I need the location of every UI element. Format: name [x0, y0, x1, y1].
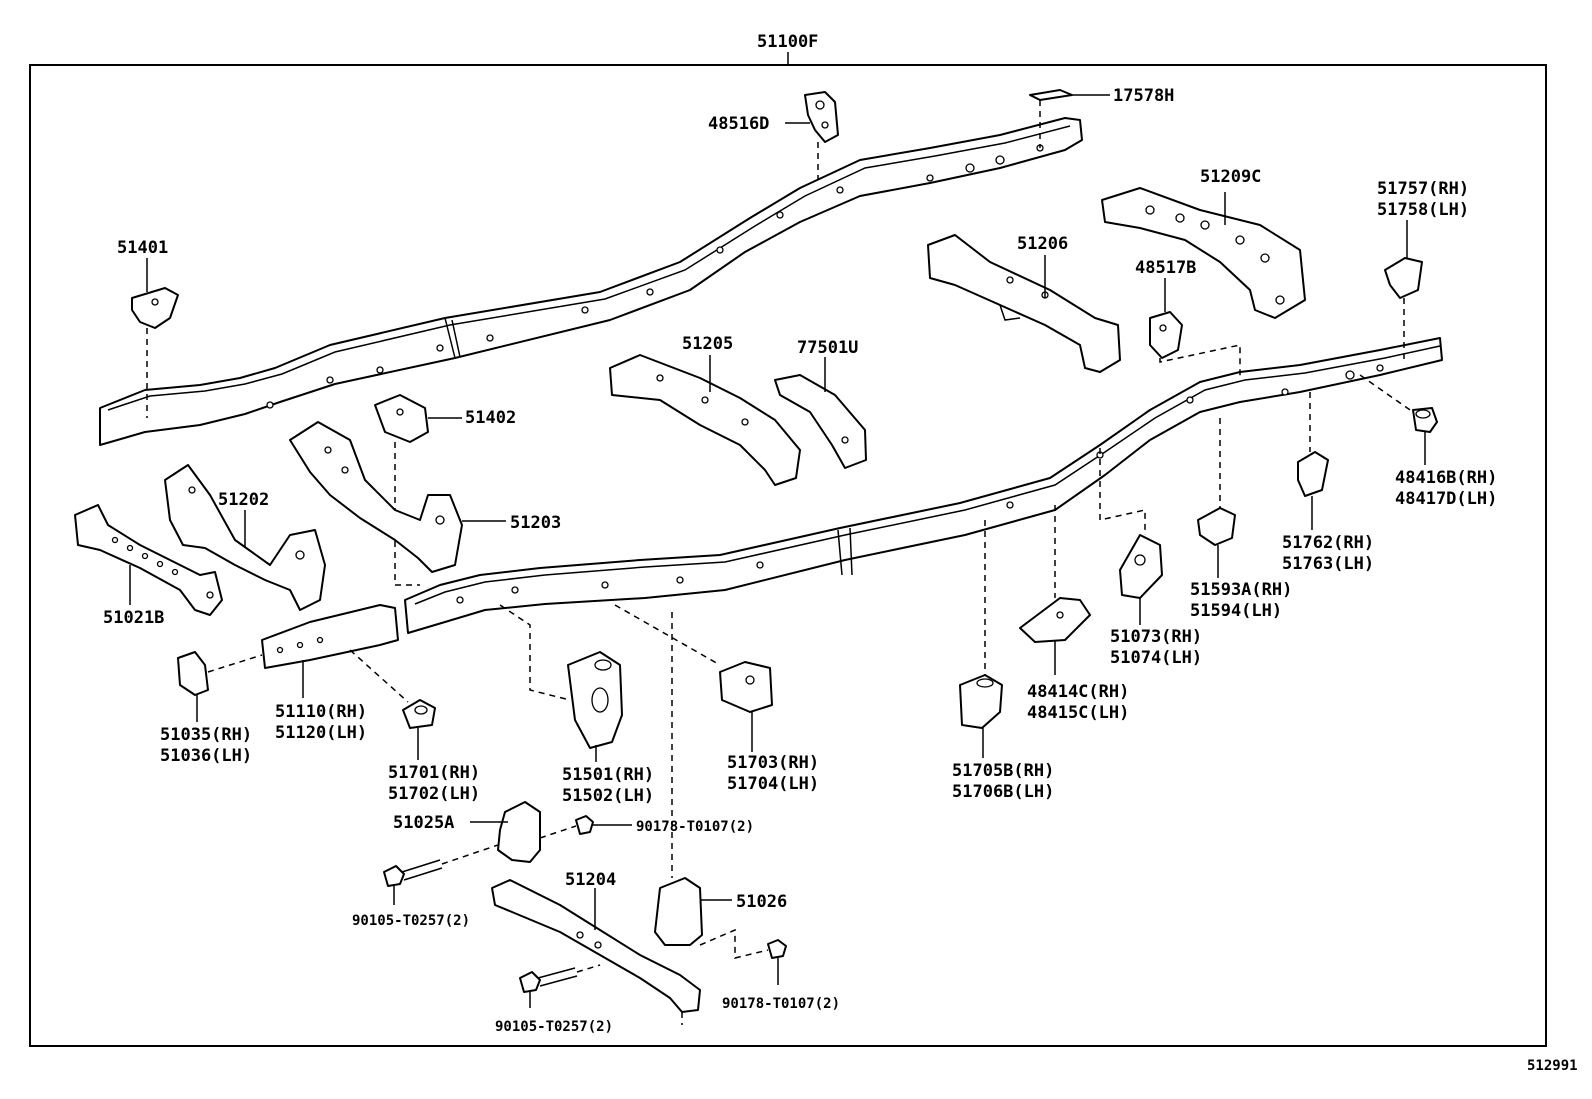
label-51762[interactable]: 51762(RH): [1282, 533, 1374, 553]
left-frame-rail[interactable]: [99, 117, 1083, 446]
part-51021B[interactable]: [74, 504, 223, 616]
label-51036[interactable]: 51036(LH): [160, 746, 252, 766]
label-51035[interactable]: 51035(RH): [160, 725, 252, 745]
label-17578H[interactable]: 17578H: [1113, 86, 1174, 106]
part-51762[interactable]: [1297, 451, 1329, 497]
label-48416B[interactable]: 48416B(RH): [1395, 468, 1497, 488]
part-51202[interactable]: [164, 464, 326, 611]
part-51705B[interactable]: [959, 674, 1003, 729]
label-51074[interactable]: 51074(LH): [1110, 648, 1202, 668]
label-51209C[interactable]: 51209C: [1200, 167, 1261, 187]
part-51501[interactable]: [567, 651, 623, 749]
label-51100F[interactable]: 51100F: [757, 32, 818, 52]
label-48517B[interactable]: 48517B: [1135, 258, 1196, 278]
label-51206[interactable]: 51206: [1017, 234, 1068, 254]
label-51701[interactable]: 51701(RH): [388, 763, 480, 783]
label-51594[interactable]: 51594(LH): [1190, 601, 1282, 621]
label-51705B[interactable]: 51705B(RH): [952, 761, 1054, 781]
label-51203[interactable]: 51203: [510, 513, 561, 533]
part-48516D[interactable]: [804, 91, 839, 143]
part-51026[interactable]: [654, 877, 703, 946]
part-51035[interactable]: [177, 651, 209, 696]
part-51205[interactable]: [609, 354, 801, 486]
label-51073[interactable]: 51073(RH): [1110, 627, 1202, 647]
label-51702[interactable]: 51702(LH): [388, 784, 480, 804]
label-51202[interactable]: 51202: [218, 490, 269, 510]
part-51073[interactable]: [1119, 534, 1163, 599]
part-51209C[interactable]: [1101, 187, 1306, 319]
part-48416B[interactable]: [1412, 407, 1438, 433]
label-51021B[interactable]: 51021B: [103, 608, 164, 628]
label-48417D[interactable]: 48417D(LH): [1395, 489, 1497, 509]
label-90105-lower[interactable]: 90105-T0257(2): [495, 1019, 613, 1035]
part-51402[interactable]: [374, 394, 429, 443]
label-51402[interactable]: 51402: [465, 408, 516, 428]
label-51204[interactable]: 51204: [565, 870, 616, 890]
part-51110[interactable]: [261, 604, 399, 669]
label-51110[interactable]: 51110(RH): [275, 702, 367, 722]
label-51120[interactable]: 51120(LH): [275, 723, 367, 743]
right-frame-rail[interactable]: [404, 337, 1443, 634]
part-51025A[interactable]: [497, 801, 541, 863]
part-17578H[interactable]: [1029, 89, 1110, 101]
part-90178-upper[interactable]: [575, 815, 632, 835]
part-51203[interactable]: [289, 421, 463, 573]
label-77501U[interactable]: 77501U: [797, 338, 858, 358]
label-51026[interactable]: 51026: [736, 892, 787, 912]
part-51703[interactable]: [719, 661, 773, 713]
label-51758[interactable]: 51758(LH): [1377, 200, 1469, 220]
label-51501[interactable]: 51501(RH): [562, 765, 654, 785]
part-51701[interactable]: [402, 699, 436, 729]
part-51757[interactable]: [1384, 257, 1423, 299]
part-51401[interactable]: [131, 287, 179, 329]
label-51703[interactable]: 51703(RH): [727, 753, 819, 773]
label-90178-upper[interactable]: 90178-T0107(2): [636, 819, 754, 835]
label-48414C[interactable]: 48414C(RH): [1027, 682, 1129, 702]
part-51206[interactable]: [927, 234, 1121, 373]
part-51593A[interactable]: [1197, 507, 1236, 546]
label-48516D[interactable]: 48516D: [708, 114, 769, 134]
label-90178-lower[interactable]: 90178-T0107(2): [722, 996, 840, 1012]
label-51025A[interactable]: 51025A: [393, 813, 454, 833]
label-51502[interactable]: 51502(LH): [562, 786, 654, 806]
part-90105-upper[interactable]: [383, 859, 443, 887]
label-51593A[interactable]: 51593A(RH): [1190, 580, 1292, 600]
part-77501U[interactable]: [774, 374, 867, 469]
part-51204[interactable]: [491, 879, 701, 1013]
part-90178-lower[interactable]: [767, 939, 787, 959]
label-51401[interactable]: 51401: [117, 238, 168, 258]
label-48415C[interactable]: 48415C(LH): [1027, 703, 1129, 723]
label-51706B[interactable]: 51706B(LH): [952, 782, 1054, 802]
part-90105-lower[interactable]: [519, 967, 578, 993]
label-51704[interactable]: 51704(LH): [727, 774, 819, 794]
label-51205[interactable]: 51205: [682, 334, 733, 354]
label-90105-upper[interactable]: 90105-T0257(2): [352, 913, 470, 929]
figure-code: 512991: [1527, 1058, 1578, 1074]
part-48414C[interactable]: [1019, 597, 1091, 643]
label-51763[interactable]: 51763(LH): [1282, 554, 1374, 574]
part-48517B[interactable]: [1149, 311, 1183, 359]
label-51757[interactable]: 51757(RH): [1377, 179, 1469, 199]
